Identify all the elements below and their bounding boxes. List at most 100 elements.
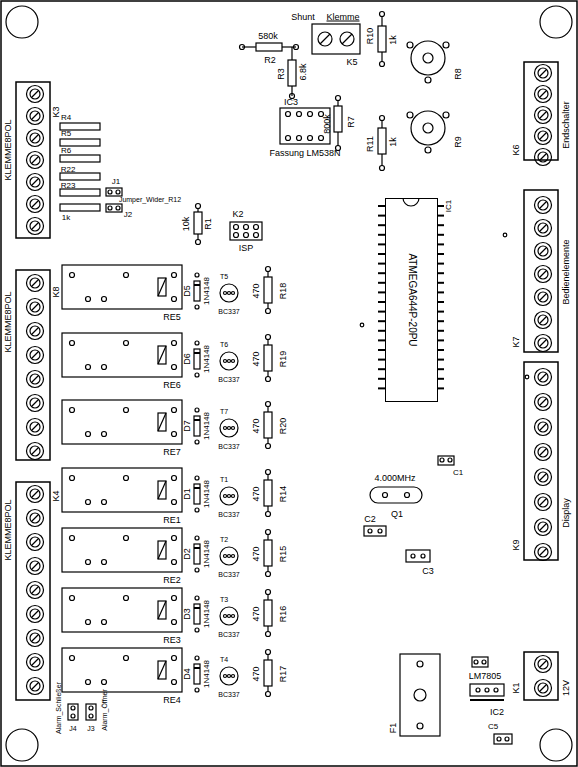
pcb-stroke <box>172 656 177 661</box>
silkscreen-label: R11 <box>366 136 375 152</box>
silkscreen-label: R4 <box>61 114 71 122</box>
pcb-stroke <box>540 685 546 691</box>
pcb-stroke <box>172 432 177 437</box>
pcb-stroke <box>195 536 199 540</box>
pcb-stroke <box>27 395 44 412</box>
silkscreen-label: RE5 <box>163 313 181 322</box>
pcb-stroke <box>224 675 227 678</box>
ic-outline: ATMEGA644P-20PU <box>385 198 438 402</box>
pcb-stroke <box>32 683 38 689</box>
pcb-stroke <box>124 408 129 413</box>
silkscreen-label: 470 <box>252 486 261 501</box>
silkscreen-label: RE3 <box>163 636 181 645</box>
pcb-stroke <box>32 223 38 229</box>
silkscreen-label: RE6 <box>163 381 181 390</box>
pcb-stroke <box>86 297 91 302</box>
pcb-stroke <box>172 560 177 565</box>
silkscreen-label: Display <box>562 498 571 528</box>
silkscreen-label: 470 <box>252 546 261 561</box>
pcb-stroke <box>194 604 200 624</box>
pcb-stroke <box>32 376 38 382</box>
pcb-stroke <box>538 292 548 302</box>
pcb-stroke <box>158 541 166 559</box>
silkscreen-label: IC1 <box>445 200 453 212</box>
pcb-stroke <box>32 424 38 430</box>
silkscreen-label: J4 <box>69 725 76 732</box>
pcb-stroke <box>437 311 444 313</box>
silkscreen-label: C3 <box>422 567 434 576</box>
pcb-stroke <box>266 444 271 449</box>
pcb-stroke <box>540 374 546 380</box>
pcb-stroke <box>124 273 129 278</box>
pcb-stroke <box>194 487 200 489</box>
pcb-stroke <box>538 397 548 407</box>
pcb-stroke <box>158 413 166 431</box>
pcb-stroke <box>437 272 444 274</box>
pcb-stroke <box>32 179 38 185</box>
silkscreen-label: K2 <box>232 210 243 219</box>
pcb-stroke <box>535 266 552 283</box>
pcb-stroke <box>172 500 177 505</box>
pcb-stroke <box>378 311 385 313</box>
pcb-stroke <box>124 656 129 661</box>
silkscreen-label: ISP <box>239 244 254 253</box>
silkscreen-label: 1N4148 <box>203 540 211 568</box>
pcb-stroke <box>437 215 444 217</box>
pcb-stroke <box>267 534 268 540</box>
silkscreen-label: R20 <box>279 418 288 435</box>
pcb-stroke <box>30 350 40 360</box>
silkscreen-label: R15 <box>279 546 288 563</box>
pcb-stroke <box>535 544 552 561</box>
silkscreen-label: RE2 <box>163 576 181 585</box>
pcb-stroke <box>378 378 385 380</box>
pcb-stroke <box>535 519 552 536</box>
pcb-stroke <box>62 265 182 309</box>
pcb-stroke <box>535 369 552 386</box>
silkscreen-label: K8 <box>52 286 61 297</box>
pcb-stroke <box>540 154 546 160</box>
pcb-stroke <box>158 346 166 364</box>
silkscreen-label: 1k <box>389 137 398 147</box>
pcb-stroke <box>32 201 38 207</box>
pcb-stroke <box>267 406 268 412</box>
pcb-stroke <box>267 271 268 277</box>
pcb-stroke <box>220 607 238 625</box>
pcb-stroke <box>264 412 272 438</box>
pcb-stroke <box>102 365 107 370</box>
pcb-stroke <box>267 594 268 600</box>
pcb-stroke <box>32 157 38 163</box>
pcb-stroke <box>27 630 44 647</box>
pcb-stroke <box>538 246 548 256</box>
pcb-stroke <box>266 512 271 517</box>
pcb-stroke <box>30 326 40 336</box>
pcb-stroke <box>27 419 44 436</box>
pcb-stroke <box>30 489 40 499</box>
pcb-stroke <box>538 152 548 162</box>
pcb-stroke <box>32 635 38 641</box>
pcb-stroke <box>194 547 200 549</box>
pcb-stroke <box>264 345 272 371</box>
pcb-stroke <box>437 301 444 303</box>
silkscreen-label: K7 <box>512 336 521 347</box>
pcb-stroke <box>70 536 75 541</box>
silkscreen-label: R5 <box>61 130 71 138</box>
pcb-stroke <box>266 470 271 475</box>
pcb-stroke <box>194 349 200 369</box>
silkscreen-label: D7 <box>183 420 192 432</box>
silkscreen-label: BC337 <box>218 443 239 450</box>
pcb-stroke <box>378 330 385 332</box>
pcb-stroke <box>124 341 129 346</box>
pcb-stroke <box>32 400 38 406</box>
pcb-stroke <box>540 225 546 231</box>
pcb-stroke <box>62 333 182 377</box>
pcb-stroke <box>538 422 548 432</box>
pcb-stroke <box>535 419 552 436</box>
pcb-stroke <box>195 273 199 277</box>
pcb-stroke <box>266 530 271 535</box>
silkscreen-label: R2 <box>264 56 276 65</box>
pcb-stroke <box>378 234 385 236</box>
pcb-stroke <box>264 480 272 506</box>
pcb-stroke <box>194 664 200 684</box>
pcb-stroke <box>195 408 199 412</box>
pcb-stroke <box>538 200 548 210</box>
